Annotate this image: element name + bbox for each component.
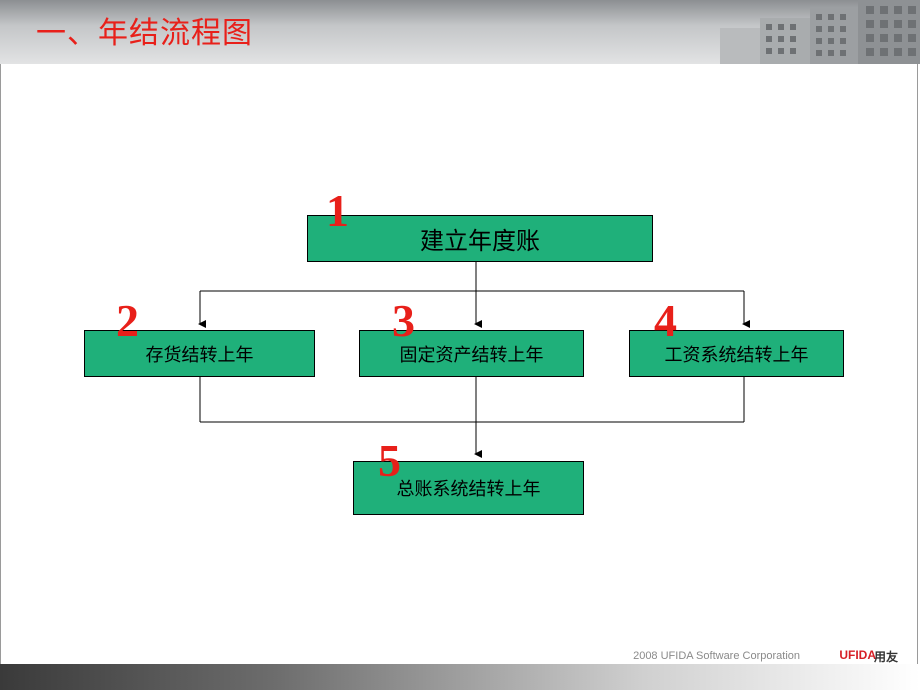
node-n5-label: 总账系统结转上年 [396, 479, 541, 500]
node-n4-label: 工资系统结转上年 [664, 344, 809, 366]
step-number-2: 2 [116, 295, 139, 346]
header-band: 一、年结流程图 [0, 0, 920, 64]
ufida-logo-cn: 用友 [873, 650, 898, 664]
node-n1-label: 建立年度账 [420, 227, 540, 255]
footer-band [0, 664, 920, 690]
node-n3: 固定资产结转上年 [359, 330, 584, 377]
buildings-illustration [720, 0, 920, 64]
node-n5: 总账系统结转上年 [353, 461, 584, 515]
ufida-logo: UFIDA [839, 648, 876, 662]
step-number-5: 5 [378, 435, 401, 486]
node-n2: 存货结转上年 [84, 330, 315, 377]
step-number-4: 4 [654, 295, 677, 346]
node-n4: 工资系统结转上年 [629, 330, 844, 377]
slide-title: 一、年结流程图 [36, 16, 253, 51]
step-number-1: 1 [326, 185, 349, 236]
node-n1: 建立年度账 [307, 215, 653, 262]
node-n2-label: 存货结转上年 [145, 344, 254, 366]
step-number-3: 3 [392, 295, 415, 346]
node-n3-label: 固定资产结转上年 [399, 344, 544, 366]
footer-copyright: 2008 UFIDA Software Corporation [633, 650, 800, 662]
